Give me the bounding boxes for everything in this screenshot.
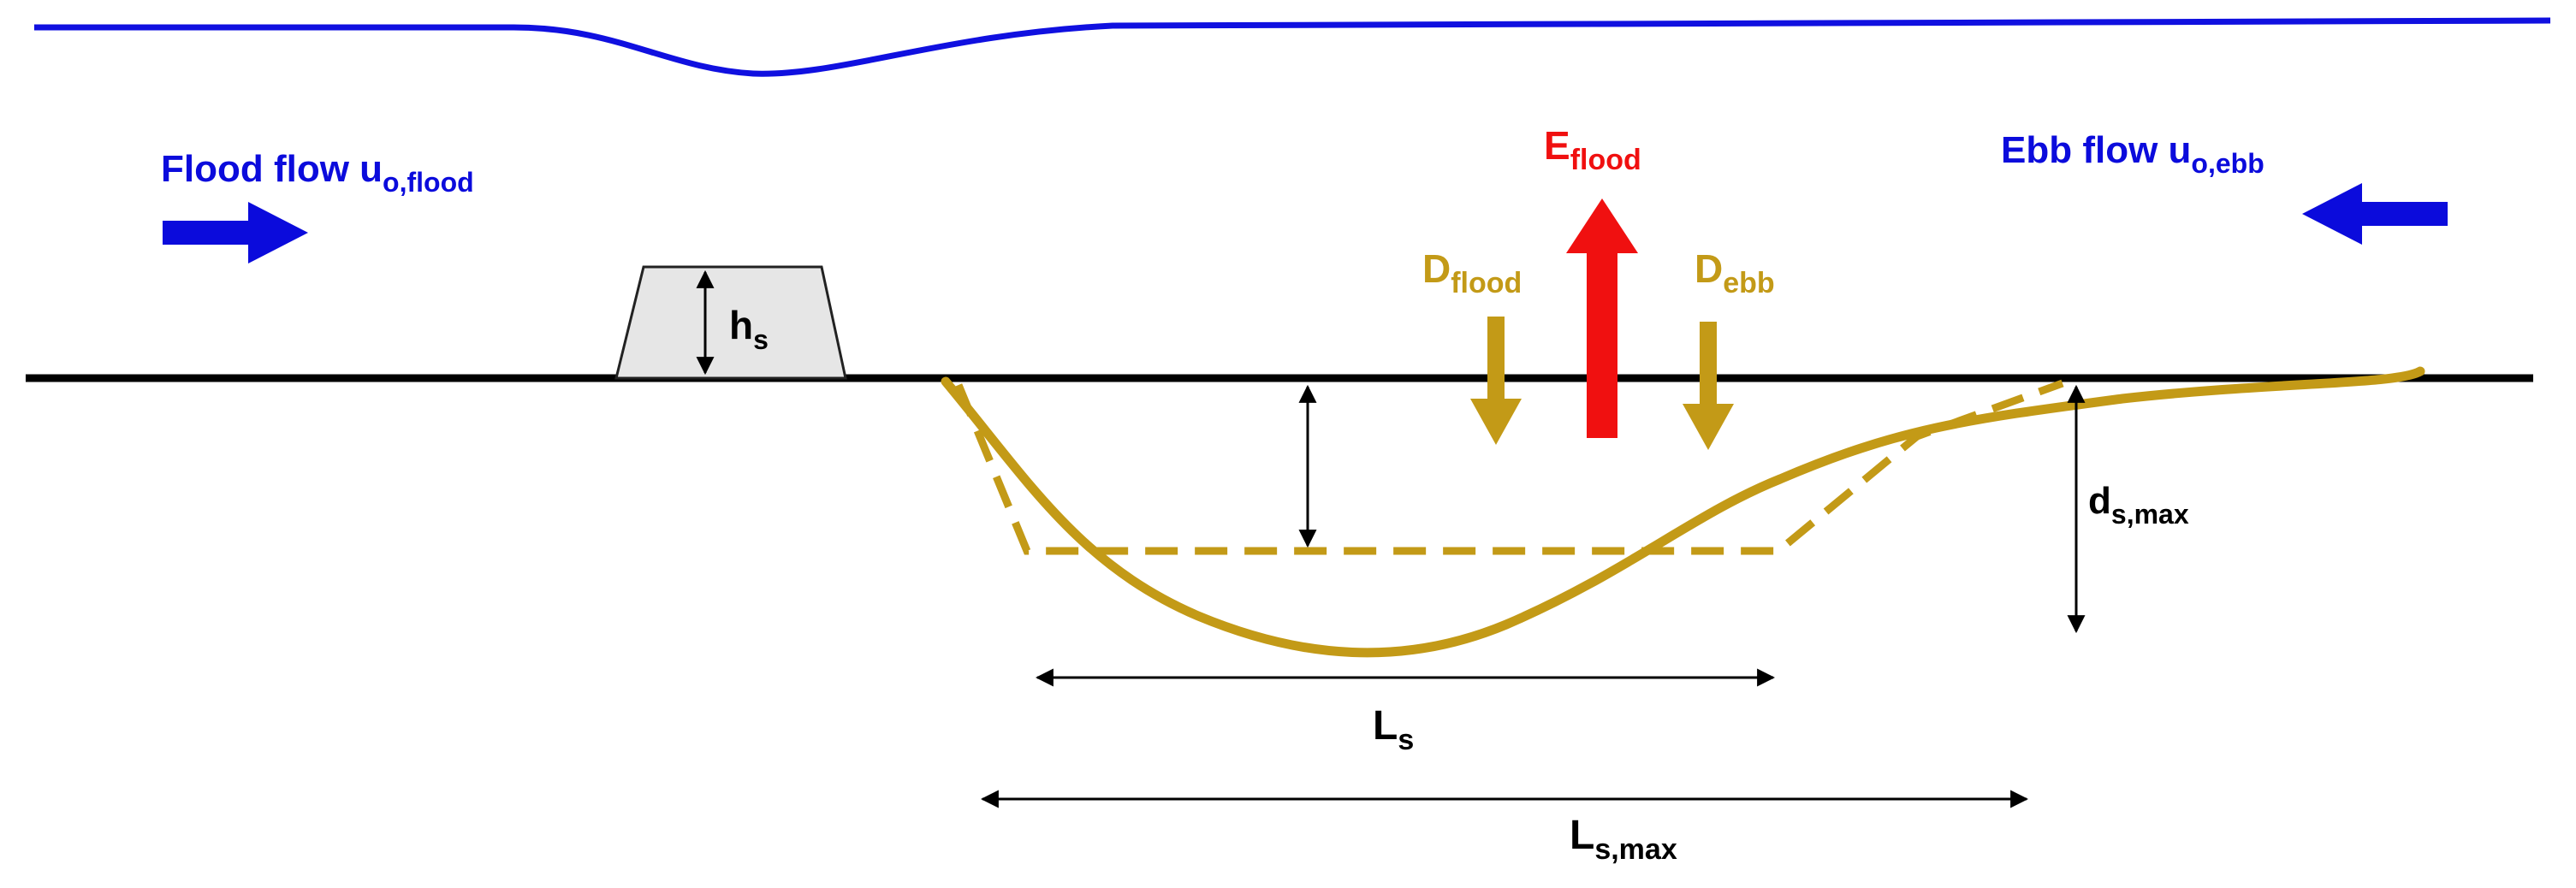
deposition-ebb-label: Debb xyxy=(1695,246,1775,299)
flood-flow-label: Flood flow uo,flood xyxy=(161,148,474,198)
ls-max-label: Ls,max xyxy=(1570,813,1677,866)
water-surface-line xyxy=(34,17,2551,77)
ebb-flow-arrow-icon xyxy=(2302,183,2448,245)
structure-block xyxy=(614,265,847,380)
hs-label: hs xyxy=(729,303,769,355)
ds-max-label: ds,max xyxy=(2088,480,2189,530)
flood-flow-arrow-icon xyxy=(163,202,308,263)
deposition-flood-arrow-icon xyxy=(1470,317,1522,445)
ls-label: Ls xyxy=(1373,703,1414,756)
scour-hole-profile xyxy=(941,366,2425,658)
ebb-flow-label: Ebb flow uo,ebb xyxy=(2001,129,2264,179)
deposition-flood-label: Dflood xyxy=(1422,246,1522,299)
erosion-flood-label: Eflood xyxy=(1544,123,1641,176)
erosion-arrow-icon xyxy=(1566,198,1638,438)
deposition-ebb-arrow-icon xyxy=(1683,322,1734,450)
